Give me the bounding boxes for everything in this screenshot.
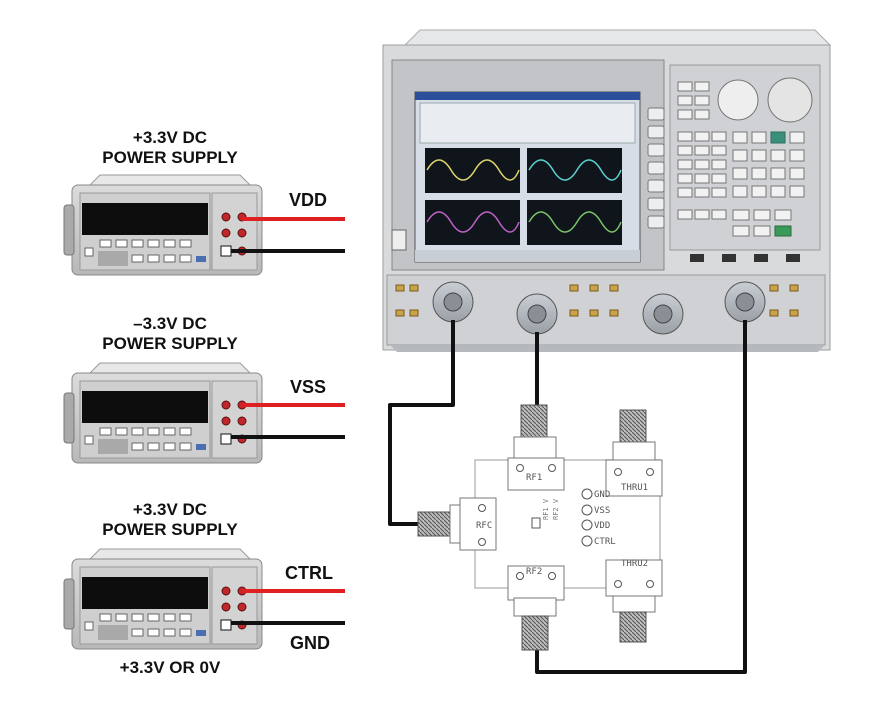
switch-ic	[531, 517, 541, 529]
analyzer-keypad	[669, 64, 821, 262]
power-supply-1	[63, 174, 263, 276]
pin-label-vss: VSS	[594, 506, 610, 516]
power-supply-3	[63, 548, 263, 650]
svg-text:RF2 V: RF2 V	[552, 498, 560, 520]
power-leads	[231, 217, 345, 625]
supply-3-title-line2: POWER SUPPLY	[102, 520, 238, 539]
supply-3-ground-label: GND	[290, 633, 330, 653]
supply-3-title: +3.3V DC POWER SUPPLY	[70, 500, 270, 540]
port-label-thru1: THRU1	[621, 483, 648, 493]
port-label-rfc: RFC	[476, 521, 492, 531]
supply-1-title-line2: POWER SUPPLY	[102, 148, 238, 167]
rf-cables	[388, 320, 747, 674]
supply-3-footer: +3.3V OR 0V	[119, 658, 221, 677]
analyzer-port-row	[386, 274, 826, 352]
supply-2-title: –3.3V DC POWER SUPPLY	[70, 314, 270, 354]
port-label-thru2: THRU2	[621, 559, 648, 569]
pin-label-vdd: VDD	[594, 521, 610, 531]
power-button-icon	[391, 229, 407, 251]
supply-2-title-line2: POWER SUPPLY	[102, 334, 238, 353]
analyzer-screen	[414, 91, 641, 263]
pin-label-gnd: GND	[594, 490, 610, 500]
supply-1-title: +3.3V DC POWER SUPPLY	[70, 128, 270, 168]
supply-1-wire-label: VDD	[289, 190, 328, 210]
supply-1-title-line1: +3.3V DC	[132, 128, 208, 147]
port-label-rf1: RF1	[526, 473, 542, 483]
supply-3-title-line1: +3.3V DC	[132, 500, 208, 519]
supply-2-wire-label: VSS	[290, 377, 327, 397]
network-analyzer	[382, 29, 832, 352]
dc-test-pads	[581, 488, 593, 547]
pin-label-ctrl: CTRL	[594, 537, 616, 547]
supply-3-wire-label: CTRL	[285, 563, 333, 583]
port-label-rf2: RF2	[526, 567, 542, 577]
evaluation-board: RF1 V RF2 V GND VSS VDD CTRL RF1 RFC RF2…	[417, 404, 663, 651]
power-supply-2	[63, 362, 263, 464]
softkey-column	[647, 107, 665, 229]
svg-text:RF1 V: RF1 V	[542, 498, 550, 520]
supply-2-title-line1: –3.3V DC	[133, 314, 207, 333]
